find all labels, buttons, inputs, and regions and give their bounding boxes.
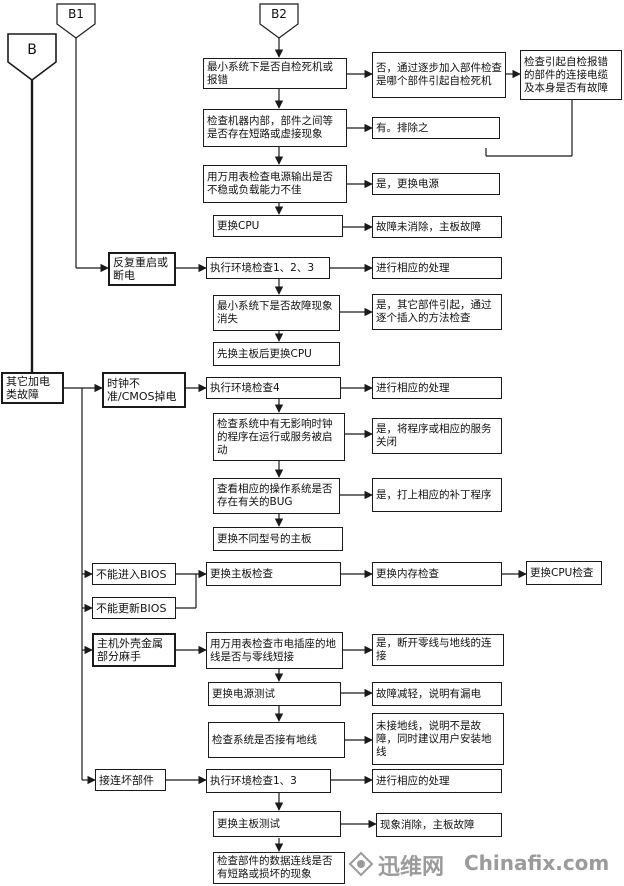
node-replace-cpu: 更换CPU [213,215,343,237]
watermark-logo-icon [348,851,374,877]
node-check-short: 检查机器内部，部件之间等是否存在短路或虚接现象 [203,109,347,147]
node-yes-close-prog: 是，将程序或相应的服务关闭 [372,418,502,454]
watermark-brand-en: Chinafix.com [464,851,610,875]
node-check-cables: 检查引起自检报错的部件的连接电缆及本身是否有故障 [520,50,622,100]
node-env-4: 执行环境检查4 [206,377,341,399]
marker-b-shape [7,33,57,81]
node-min-sys-gone: 最小系统下是否故障现象消失 [213,295,340,331]
node-yes-disconnect: 是，断开零线与地线的连接 [372,634,504,666]
node-fault-board: 故障未消除，主板故障 [372,216,502,238]
node-yes-remove: 有。排除之 [372,117,500,139]
node-leak: 故障减轻，说明有漏电 [372,682,502,706]
node-fault-gone: 现象消除，主板故障 [376,813,502,837]
node-check-os-bug: 查看相应的操作系统是否存在有关的BUG [213,478,340,514]
node-check-clock-prog: 检查系统中有无影响时钟的程序在运行或服务被启动 [213,413,345,461]
node-clock-cmos: 时钟不准/CMOS掉电 [102,372,186,408]
node-psu-output: 用万用表检查电源输出是否不稳或负载能力不佳 [203,165,347,203]
node-no-ground: 未接地线，说明不是故障，同时建议用户安装地线 [372,713,504,765]
node-no-update-bios: 不能更新BIOS [92,597,176,619]
node-psu-test: 更换电源测试 [208,682,341,706]
node-yes-patch: 是，打上相应的补丁程序 [372,478,502,512]
node-replace-board-cpu: 先换主板后更换CPU [213,342,340,366]
watermark: 迅维网 Chinafix.com [346,845,622,883]
node-yes-other-parts: 是，其它部件引起，通过逐个插入的方法检查 [372,294,502,330]
node-case-numb: 主机外壳金属部分麻手 [92,633,176,667]
node-replace-diff-board: 更换不同型号的主板 [213,527,343,551]
node-replace-board: 更换主板检查 [206,562,341,586]
marker-b1: B1 [68,7,84,21]
node-process-1: 进行相应的处理 [372,257,502,279]
node-yes-replace-psu: 是，更换电源 [372,173,500,195]
node-check-ground: 用万用表检查市电插座的地线是否与零线短接 [206,632,343,669]
node-board-test: 更换主板测试 [213,811,341,837]
marker-b1-shape [56,3,96,39]
watermark-brand-cn: 迅维网 [378,855,445,880]
node-min-sys-crash: 最小系统下是否自检死机或报错 [203,58,347,89]
node-check-ground-wire: 检查系统是否接有地线 [208,722,345,758]
node-no-bios: 不能进入BIOS [92,563,176,585]
marker-b2-shape [259,3,299,39]
node-other-power: 其它加电类故障 [1,372,64,404]
marker-b2: B2 [271,7,287,21]
marker-b: B [27,42,37,58]
node-check-data-cable: 检查部件的数据连线是否有短路或损坏的现象 [213,852,345,884]
node-env-123: 执行环境检查1、2、3 [206,257,330,279]
node-process-2: 进行相应的处理 [372,377,502,399]
node-env-13: 执行环境检查1、3 [206,769,331,793]
node-replace-cpu-check: 更换CPU检查 [526,561,602,585]
node-restart: 反复重启或断电 [108,252,176,286]
node-process-3: 进行相应的处理 [372,769,502,793]
node-add-parts-step: 否，通过逐步加入部件检查是哪个部件引起自检死机 [372,52,506,98]
node-replace-mem: 更换内存检查 [372,562,502,586]
node-bad-part: 接连坏部件 [95,769,166,791]
